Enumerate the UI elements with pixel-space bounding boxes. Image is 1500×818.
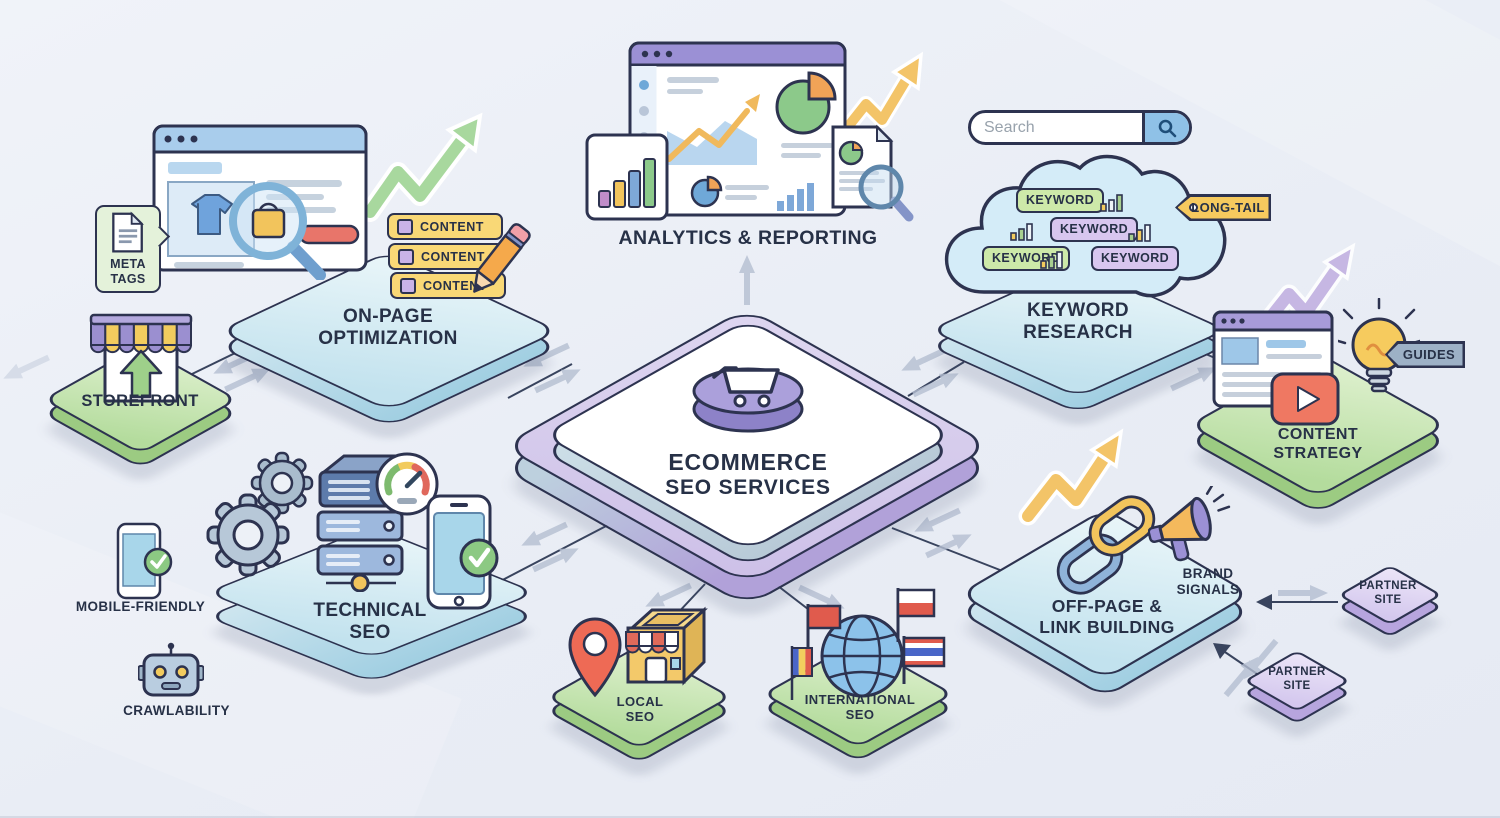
thailand-flag-icon <box>902 636 946 684</box>
growth-arrow-yellow-offpage <box>1018 428 1124 526</box>
content-chip: CONTENT <box>387 213 503 240</box>
mobile-friendly-label: MOBILE-FRIENDLY <box>75 599 206 614</box>
checkbox-icon <box>400 277 416 294</box>
search-bar[interactable] <box>968 110 1192 145</box>
search-input[interactable] <box>971 113 1142 142</box>
keyword-chip: KEYWORD <box>1091 246 1180 271</box>
long-tail-tag: LONG-TAIL <box>1175 194 1271 221</box>
shopping-cart-icon <box>692 366 804 433</box>
content-chip: CONTENT <box>388 243 504 270</box>
robot-crawler-icon <box>138 642 204 697</box>
phone-check-icon <box>426 494 499 610</box>
meta-tags-label: META TAGS <box>110 257 146 286</box>
poland-flag-icon <box>896 588 936 642</box>
map-pin-icon <box>568 617 622 698</box>
bar-chart-icon <box>1128 224 1151 242</box>
tricolor-flag-icon <box>790 646 813 700</box>
node-label-analytics: ANALYTICS & REPORTING <box>618 227 878 249</box>
analytics-dashboard-icon <box>585 41 914 222</box>
link-chain-icon <box>1056 495 1156 595</box>
keyword-chip: KEYWORD <box>1050 217 1139 242</box>
product-page-icon <box>152 124 368 280</box>
growth-arrow-green <box>360 112 483 222</box>
search-button[interactable] <box>1142 113 1189 142</box>
connector-arrowheads <box>1213 594 1272 659</box>
bottom-edge-line <box>0 816 1500 818</box>
crawlability-label: CRAWLABILITY <box>123 703 230 718</box>
storefront-icon <box>89 313 193 403</box>
node-label-storefront: STOREFRONT <box>81 392 199 410</box>
center-title: ECOMMERCE SEO SERVICES <box>665 449 831 500</box>
bar-chart-icon <box>1040 251 1063 269</box>
meta-tags-callout: META TAGS <box>95 205 161 293</box>
gears-icon <box>206 451 314 577</box>
checkbox-icon <box>397 218 413 235</box>
node-label-off-page: OFF-PAGE &LINK BUILDING <box>1039 596 1175 637</box>
document-icon <box>112 211 144 253</box>
speedometer-icon <box>375 452 439 516</box>
tag-hole-icon <box>1189 203 1198 212</box>
guides-tag: GUIDES <box>1385 341 1465 368</box>
bar-chart-icon <box>1010 223 1033 241</box>
growth-arrow-yellow-analytics <box>835 51 924 141</box>
pencil-icon <box>473 223 531 293</box>
keyword-chip: KEYWORD <box>1016 188 1105 213</box>
bar-chart-icon <box>1100 194 1123 212</box>
search-icon <box>1158 119 1177 137</box>
globe-icon <box>820 614 904 698</box>
checkbox-icon <box>398 248 414 265</box>
local-store-icon <box>624 606 708 686</box>
megaphone-icon <box>1148 486 1231 562</box>
mobile-phone-icon <box>116 522 173 600</box>
video-play-button[interactable] <box>1270 372 1342 428</box>
